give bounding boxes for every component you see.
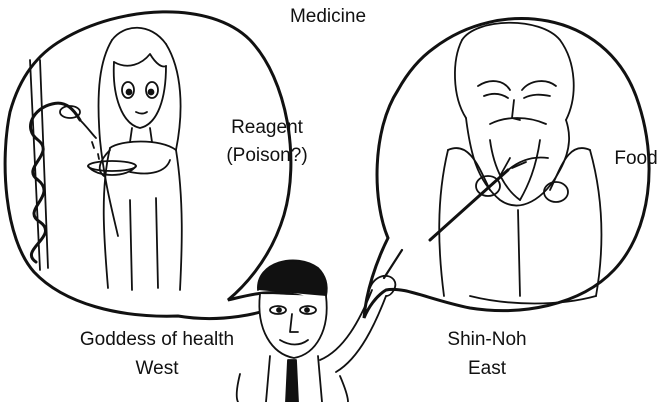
left-caption-line2: West [136, 358, 180, 379]
left-bubble-label-line1: Reagent [231, 117, 304, 138]
right-speech-bubble [364, 19, 649, 318]
right-bubble-label: Food [614, 148, 657, 169]
right-caption-line1: Shin-Noh [447, 329, 526, 350]
page-title: Medicine [290, 6, 366, 27]
left-bubble-label-line2: (Poison?) [226, 145, 307, 166]
left-caption-line1: Goddess of health [80, 329, 234, 350]
right-caption-line2: East [468, 358, 507, 379]
